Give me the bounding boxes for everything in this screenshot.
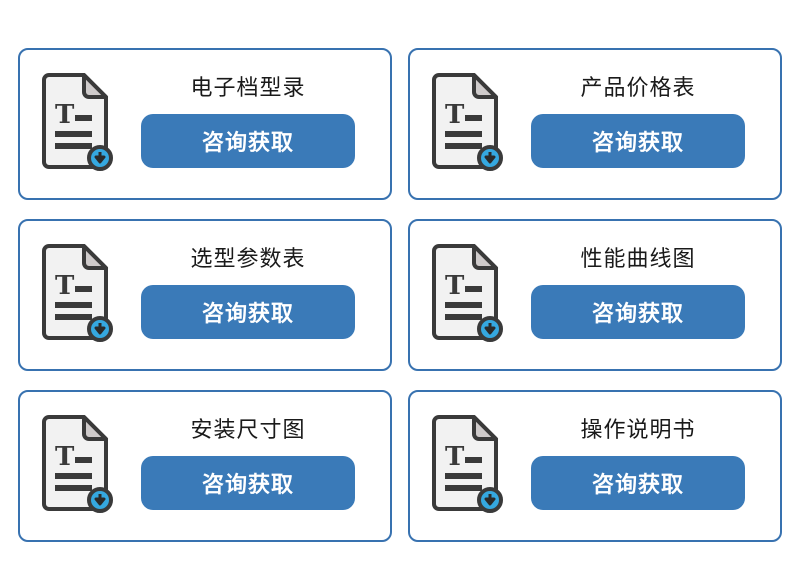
consult-button[interactable]: 咨询获取	[531, 114, 745, 168]
card-title: 安装尺寸图	[190, 418, 306, 443]
document-download-icon: T	[428, 415, 503, 515]
card-title: 选型参数表	[190, 247, 306, 272]
download-card[interactable]: T 产品价格表 咨询获取	[408, 48, 782, 200]
consult-button[interactable]: 咨询获取	[141, 114, 355, 168]
download-card[interactable]: T 操作说明书 咨询获取	[408, 390, 782, 542]
card-body: 电子档型录 咨询获取	[120, 78, 376, 170]
consult-button[interactable]: 咨询获取	[141, 456, 355, 510]
document-download-icon: T	[38, 415, 113, 515]
card-body: 选型参数表 咨询获取	[120, 249, 376, 341]
svg-text:T: T	[55, 100, 75, 130]
card-body: 安装尺寸图 咨询获取	[120, 420, 376, 512]
card-body: 操作说明书 咨询获取	[510, 420, 766, 512]
card-body: 性能曲线图 咨询获取	[510, 249, 766, 341]
document-download-icon: T	[428, 244, 503, 344]
card-body: 产品价格表 咨询获取	[510, 78, 766, 170]
card-title: 性能曲线图	[580, 247, 696, 272]
svg-text:T: T	[55, 271, 75, 301]
card-title: 电子档型录	[190, 76, 306, 101]
svg-text:T: T	[445, 271, 465, 301]
consult-button[interactable]: 咨询获取	[531, 456, 745, 510]
document-download-icon: T	[38, 73, 113, 173]
download-card[interactable]: T 选型参数表 咨询获取	[18, 219, 392, 371]
download-card-grid: T 电子档型录 咨询获取 T	[18, 48, 782, 542]
document-download-icon: T	[428, 73, 503, 173]
card-title: 产品价格表	[580, 76, 696, 101]
download-card[interactable]: T 电子档型录 咨询获取	[18, 48, 392, 200]
svg-text:T: T	[55, 442, 75, 472]
card-title: 操作说明书	[580, 418, 696, 443]
document-download-icon: T	[38, 244, 113, 344]
svg-text:T: T	[445, 442, 465, 472]
svg-text:T: T	[445, 100, 465, 130]
download-card[interactable]: T 安装尺寸图 咨询获取	[18, 390, 392, 542]
download-card[interactable]: T 性能曲线图 咨询获取	[408, 219, 782, 371]
consult-button[interactable]: 咨询获取	[531, 285, 745, 339]
consult-button[interactable]: 咨询获取	[141, 285, 355, 339]
